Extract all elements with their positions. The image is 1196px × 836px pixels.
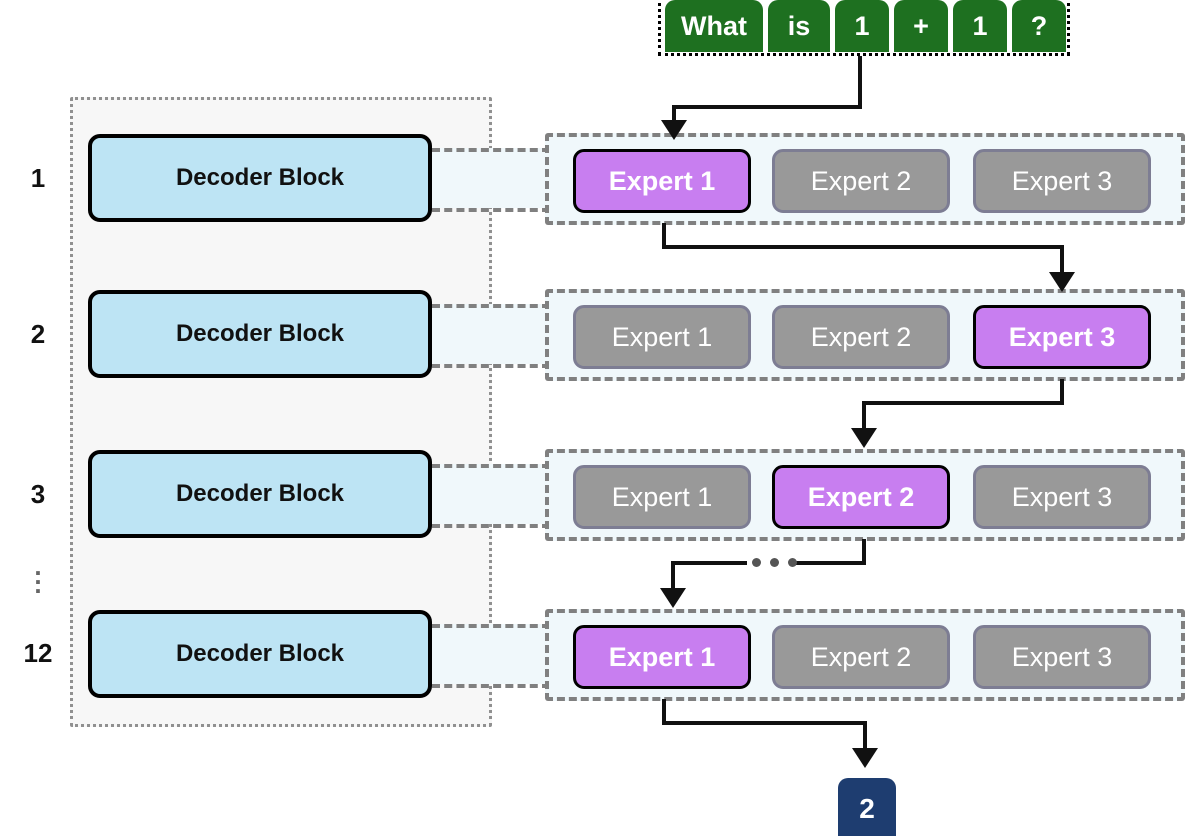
expert-layer-1-expert-3[interactable]: Expert 3 <box>973 149 1151 213</box>
expert-layer-3-expert-3[interactable]: Expert 3 <box>973 465 1151 529</box>
layer-vertical-ellipsis-icon: ... <box>34 551 42 599</box>
input-token-is[interactable]: is <box>768 0 830 52</box>
arrowhead-layer-3-to-layer-12 <box>660 588 686 608</box>
layer-number-3: 3 <box>30 479 46 509</box>
expert-layer-1-expert-1[interactable]: Expert 1 <box>573 149 751 213</box>
connector-stub-top-layer-2 <box>432 304 550 308</box>
connector-stub-bottom-layer-1 <box>432 208 550 212</box>
expert-row-layer-12: Expert 1 Expert 2 Expert 3 <box>545 609 1185 701</box>
input-token-what[interactable]: What <box>665 0 763 52</box>
connector-band-layer-3 <box>432 464 548 524</box>
arrowhead-layer-1-to-layer-2 <box>1049 272 1075 292</box>
output-token[interactable]: 2 <box>838 778 896 836</box>
expert-row-layer-3: Expert 1 Expert 2 Expert 3 <box>545 449 1185 541</box>
expert-layer-3-expert-1[interactable]: Expert 1 <box>573 465 751 529</box>
layer-skip-ellipsis-icon <box>752 558 797 567</box>
expert-layer-1-expert-2[interactable]: Expert 2 <box>772 149 950 213</box>
connector-stub-bottom-layer-3 <box>432 524 550 528</box>
layer-number-1: 1 <box>30 163 46 193</box>
layer-number-2: 2 <box>30 319 46 349</box>
expert-layer-2-expert-2[interactable]: Expert 2 <box>772 305 950 369</box>
arrowhead-input-to-layer-1 <box>661 120 687 140</box>
connector-stub-top-layer-3 <box>432 464 550 468</box>
input-token-1b[interactable]: 1 <box>953 0 1007 52</box>
arrowhead-layer-12-to-output <box>852 748 878 768</box>
connector-stub-bottom-layer-12 <box>432 684 550 688</box>
decoder-block-layer-2[interactable]: Decoder Block <box>88 290 432 378</box>
decoder-block-layer-3[interactable]: Decoder Block <box>88 450 432 538</box>
expert-layer-12-expert-2[interactable]: Expert 2 <box>772 625 950 689</box>
input-sequence-border <box>658 0 1070 56</box>
connector-stub-bottom-layer-2 <box>432 364 550 368</box>
input-token-plus[interactable]: + <box>894 0 948 52</box>
connector-band-layer-2 <box>432 304 548 364</box>
layer-number-12: 12 <box>23 638 53 668</box>
expert-layer-2-expert-1[interactable]: Expert 1 <box>573 305 751 369</box>
expert-row-layer-1: Expert 1 Expert 2 Expert 3 <box>545 133 1185 225</box>
connector-band-layer-1 <box>432 148 548 208</box>
decoder-block-layer-12[interactable]: Decoder Block <box>88 610 432 698</box>
expert-layer-12-expert-3[interactable]: Expert 3 <box>973 625 1151 689</box>
connector-band-layer-12 <box>432 624 548 684</box>
input-token-1a[interactable]: 1 <box>835 0 889 52</box>
expert-layer-12-expert-1[interactable]: Expert 1 <box>573 625 751 689</box>
expert-row-layer-2: Expert 1 Expert 2 Expert 3 <box>545 289 1185 381</box>
connector-stub-top-layer-1 <box>432 148 550 152</box>
expert-layer-3-expert-2[interactable]: Expert 2 <box>772 465 950 529</box>
expert-layer-2-expert-3[interactable]: Expert 3 <box>973 305 1151 369</box>
decoder-block-layer-1[interactable]: Decoder Block <box>88 134 432 222</box>
connector-stub-top-layer-12 <box>432 624 550 628</box>
input-token-question[interactable]: ? <box>1012 0 1066 52</box>
arrowhead-layer-2-to-layer-3 <box>851 428 877 448</box>
